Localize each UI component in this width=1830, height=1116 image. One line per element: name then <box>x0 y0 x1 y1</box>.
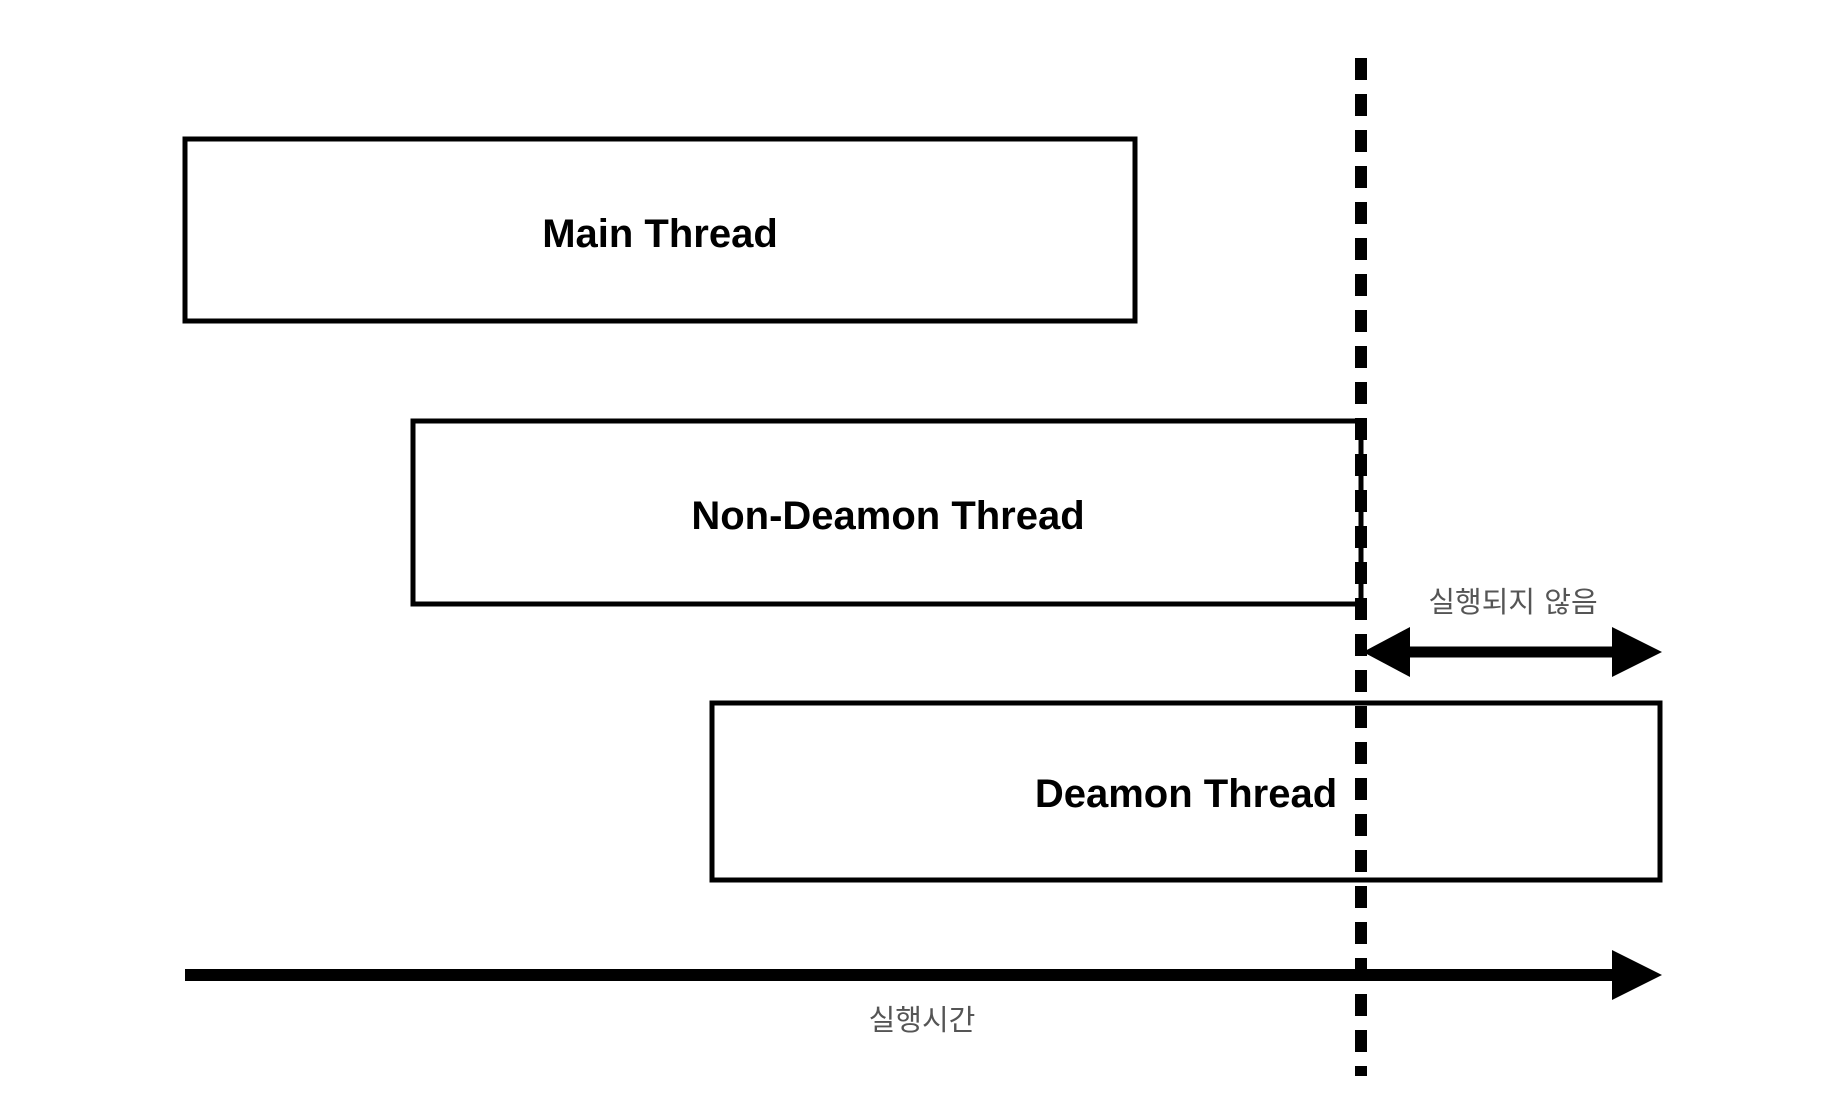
main-thread-label: Main Thread <box>542 212 778 256</box>
time-axis-arrowhead <box>1612 950 1662 1000</box>
daemon-thread-box <box>709 700 1663 883</box>
non-daemon-thread-box <box>410 418 1364 607</box>
non-daemon-thread-label: Non-Deamon Thread <box>691 494 1084 538</box>
not-executed-range: 실행되지 않음 <box>1363 585 1662 677</box>
main-thread-block: Main Thread <box>182 136 1138 324</box>
not-executed-arrowhead-left <box>1363 627 1410 677</box>
time-axis-label: 실행시간 <box>869 1003 976 1037</box>
not-executed-arrowhead-right <box>1612 627 1662 677</box>
main-thread-box <box>182 136 1138 324</box>
daemon-thread-block: Deamon Thread <box>709 700 1663 883</box>
time-axis: 실행시간 <box>185 950 1662 1037</box>
not-executed-label: 실행되지 않음 <box>1428 585 1597 619</box>
non-daemon-thread-block: Non-Deamon Thread <box>410 418 1364 607</box>
daemon-thread-label: Deamon Thread <box>1035 772 1337 816</box>
